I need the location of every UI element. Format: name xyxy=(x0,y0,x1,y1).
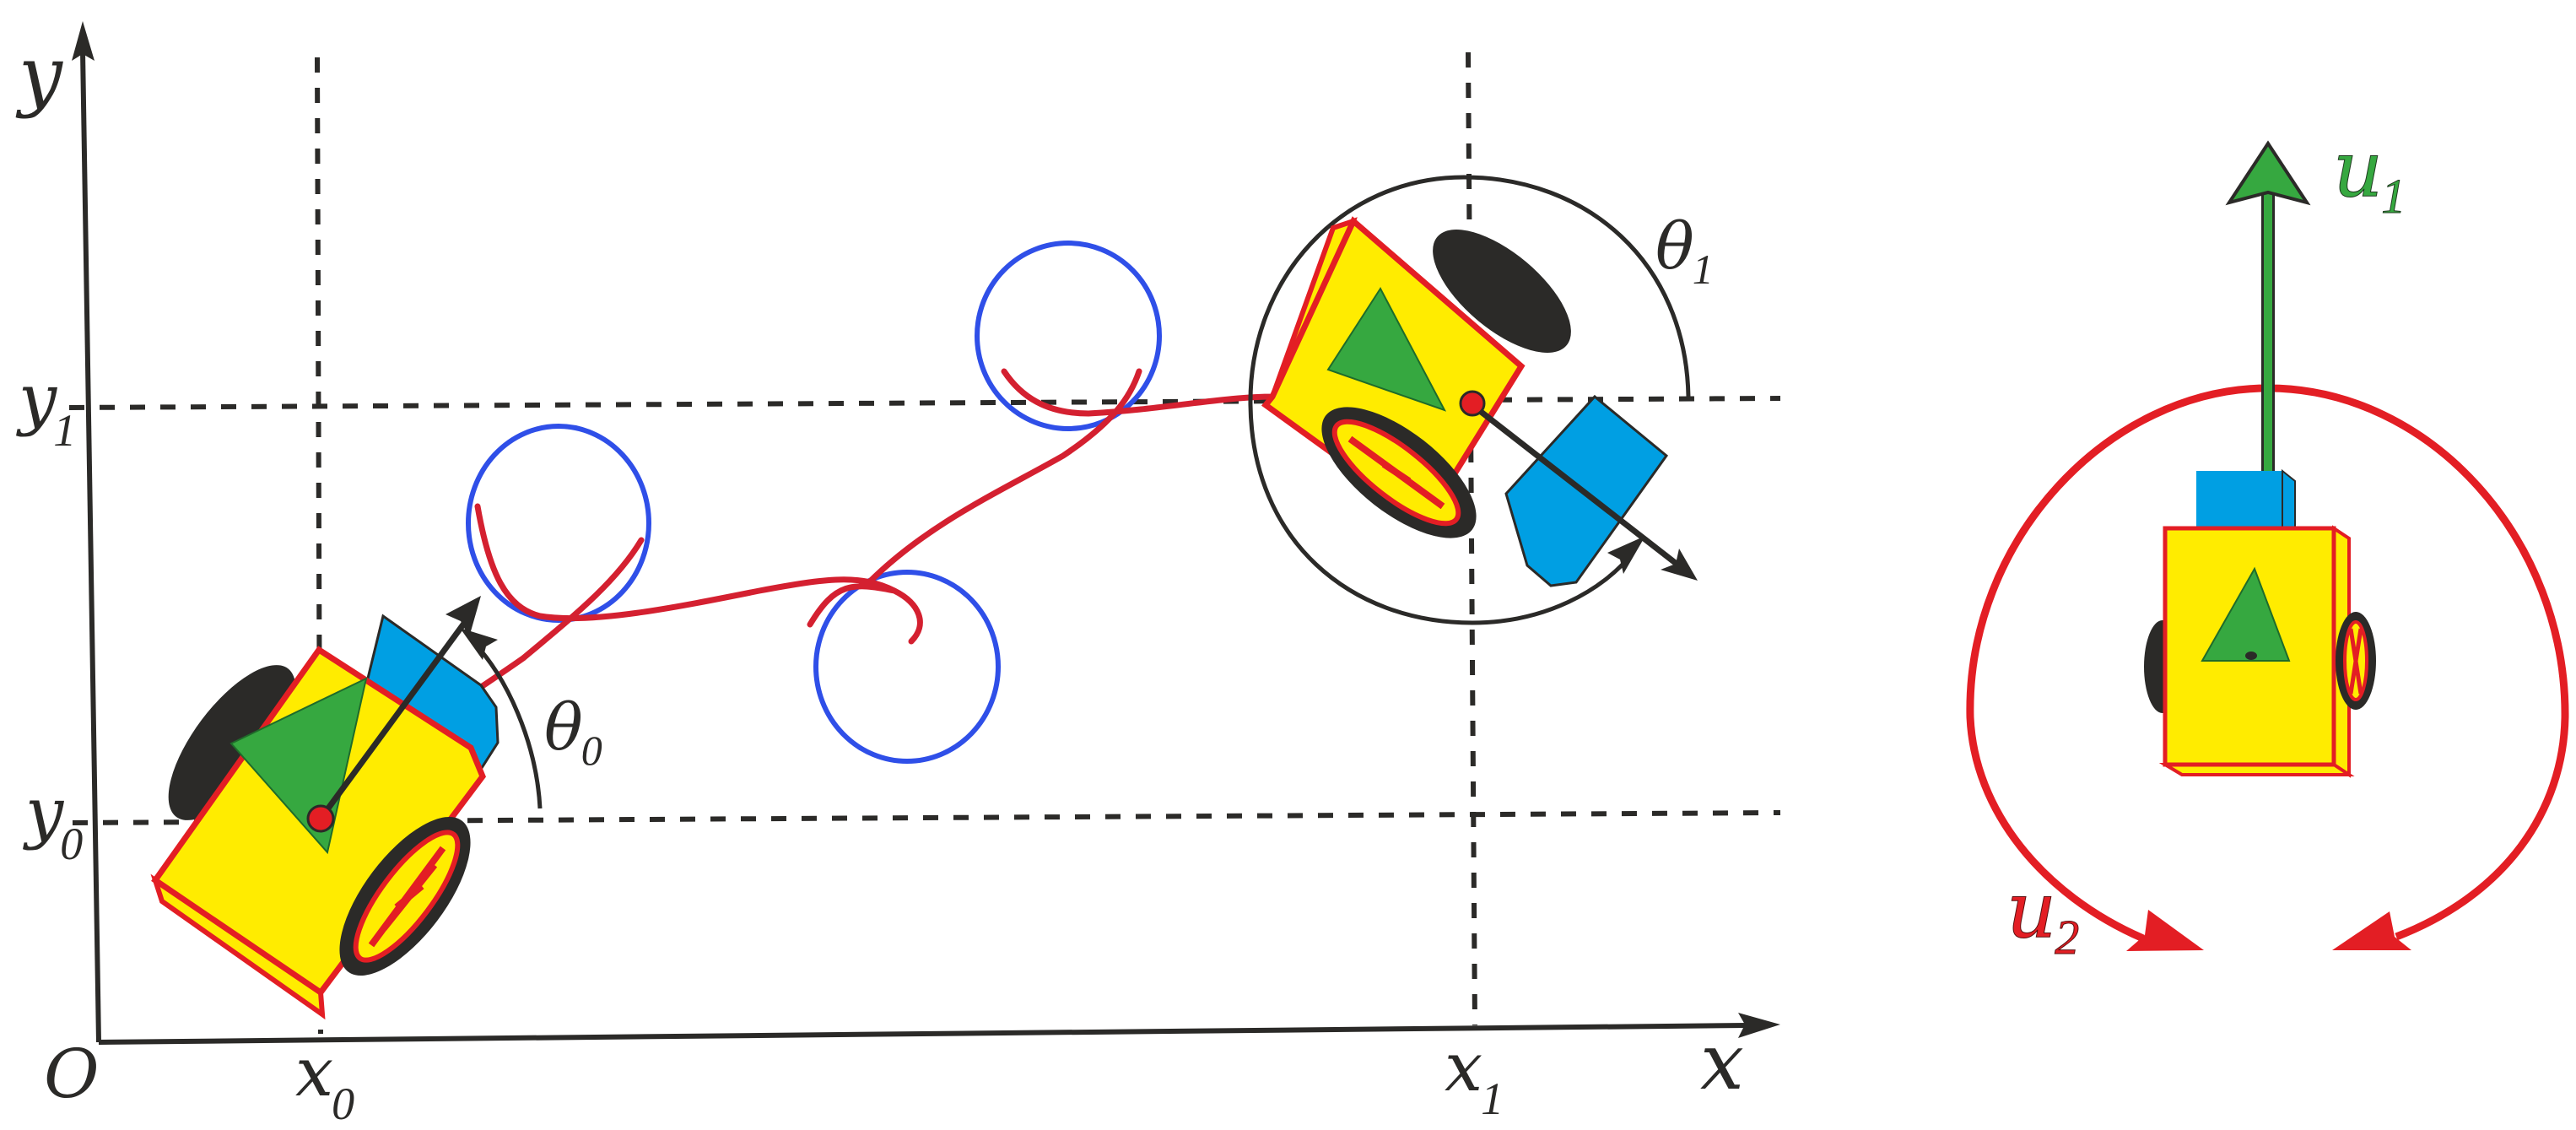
origin-label: O xyxy=(44,1035,100,1113)
y0-tick-label: y0 xyxy=(23,773,83,869)
schematic-center-main xyxy=(2245,652,2257,660)
y1-guide xyxy=(68,396,1781,410)
robot-initial-center xyxy=(306,804,335,833)
u1-arrowhead-icon xyxy=(2225,140,2311,206)
robot-final-center xyxy=(1459,390,1486,417)
loop-circle-2 xyxy=(813,570,1001,764)
robot-initial-triangle xyxy=(230,677,368,855)
schematic-wheel-right-spokes-main xyxy=(2348,628,2363,695)
schematic-sensor-top xyxy=(2196,471,2282,528)
theta0-label: θ0 xyxy=(544,689,602,774)
loop-circle-1 xyxy=(466,424,651,623)
robot-initial-wheel-spokes xyxy=(368,846,446,948)
u2-arrowhead-left-icon xyxy=(2126,910,2204,951)
theta1-arc xyxy=(1248,175,1691,625)
trajectory-loops xyxy=(466,241,1162,764)
x0-tick-label: x0 xyxy=(295,1033,354,1129)
theta1-label: θ1 xyxy=(1655,208,1714,293)
u1-label: u1 xyxy=(2333,124,2406,224)
y1-tick-label: y1 xyxy=(16,360,76,456)
theta0-arc-arrowhead-icon xyxy=(460,628,498,660)
theta0-arc xyxy=(471,640,543,809)
robot-final-wheel-spokes xyxy=(1347,435,1445,510)
robot-initial xyxy=(150,596,500,1020)
x1-tick-label: x1 xyxy=(1445,1028,1504,1124)
robot-final xyxy=(1248,175,1698,625)
y-axis xyxy=(80,50,101,1043)
heading-arrow-initial xyxy=(318,609,475,821)
control-inputs-panel xyxy=(1966,140,2569,951)
u2-label: u2 xyxy=(2006,865,2079,965)
x-axis xyxy=(98,1023,1747,1045)
heading-arrowhead-final-icon xyxy=(1661,549,1698,581)
heading-arrowhead-initial-icon xyxy=(446,596,481,637)
theta1-arc-arrowhead-icon xyxy=(1607,536,1645,574)
trajectory-path xyxy=(317,368,1472,822)
x0-guide xyxy=(315,57,323,1035)
axis-labels: y y1 y0 O x0 x1 x xyxy=(15,30,1744,1129)
x1-guide xyxy=(1466,51,1477,1026)
robot-final-triangle xyxy=(1326,287,1447,412)
loop-circle-3 xyxy=(975,241,1162,431)
heading-arrow-final xyxy=(1470,403,1683,570)
x-axis-arrowhead-icon xyxy=(1738,1013,1780,1038)
schematic-triangle-main xyxy=(2201,566,2291,662)
schematic-sensor-side xyxy=(2282,468,2296,529)
robot-final-wheel-back xyxy=(1433,230,1571,353)
x-axis-label: x xyxy=(1700,1017,1744,1107)
y-axis-label: y xyxy=(15,30,63,120)
u2-arrowhead-right-icon xyxy=(2332,911,2411,950)
schematic-robot xyxy=(2144,468,2376,778)
axes xyxy=(72,21,1780,1045)
y-axis-arrowhead-icon xyxy=(72,21,95,61)
